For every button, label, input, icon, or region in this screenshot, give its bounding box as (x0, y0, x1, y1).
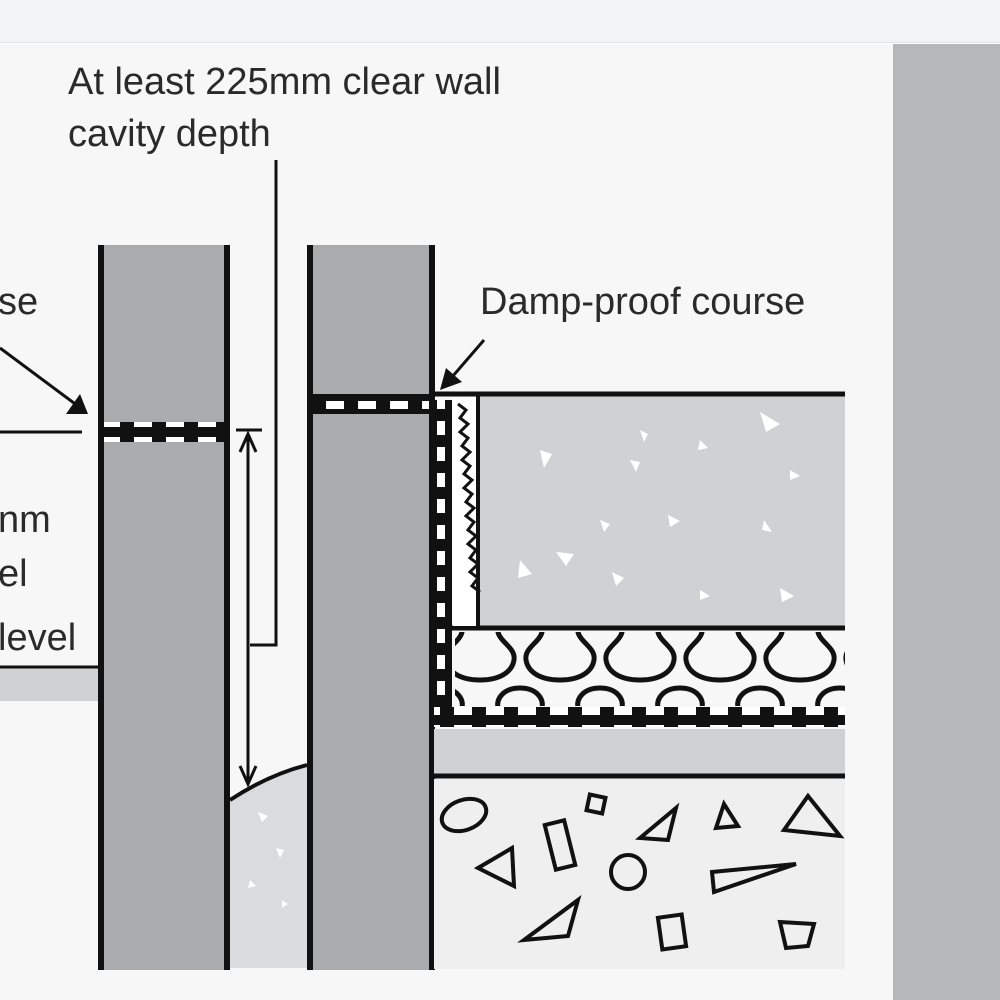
height-label-line2: el (0, 553, 28, 595)
dpc-label-left: se (0, 281, 38, 323)
browser-toolbar (0, 0, 1000, 43)
cavity-depth-label-line2: cavity depth (68, 113, 271, 155)
external-ground-fill (0, 667, 99, 701)
damp-proof-membrane (434, 707, 845, 727)
inner-wall-leaf (307, 245, 435, 970)
cavity-depth-leader (250, 160, 278, 647)
dpc-arrow-left (0, 346, 88, 414)
floor-insulation (455, 632, 845, 706)
cavity-height-dimension (236, 428, 262, 788)
vertical-damp-proof-membrane (434, 400, 452, 712)
dpc-label-right: Damp-proof course (480, 281, 805, 323)
cavity-fill-concrete (228, 763, 308, 968)
floor-screed (480, 394, 845, 628)
blinding-layer (434, 729, 845, 775)
outer-leaf-dpc (104, 422, 224, 442)
dpc-arrow-right (440, 339, 486, 390)
ground-level-left (0, 430, 99, 701)
edge-insulation (453, 398, 477, 626)
height-label-line1: nm (0, 499, 51, 541)
hardcore-stones (439, 792, 845, 952)
side-panel-strip (893, 44, 1000, 1000)
floor-construction (432, 391, 845, 969)
height-label-line3: level (0, 617, 76, 659)
inner-leaf-dpc (313, 394, 429, 414)
outer-wall-leaf (98, 245, 230, 970)
hardcore-fill (434, 779, 845, 969)
cavity-depth-label-line1: At least 225mm clear wall (68, 61, 501, 103)
